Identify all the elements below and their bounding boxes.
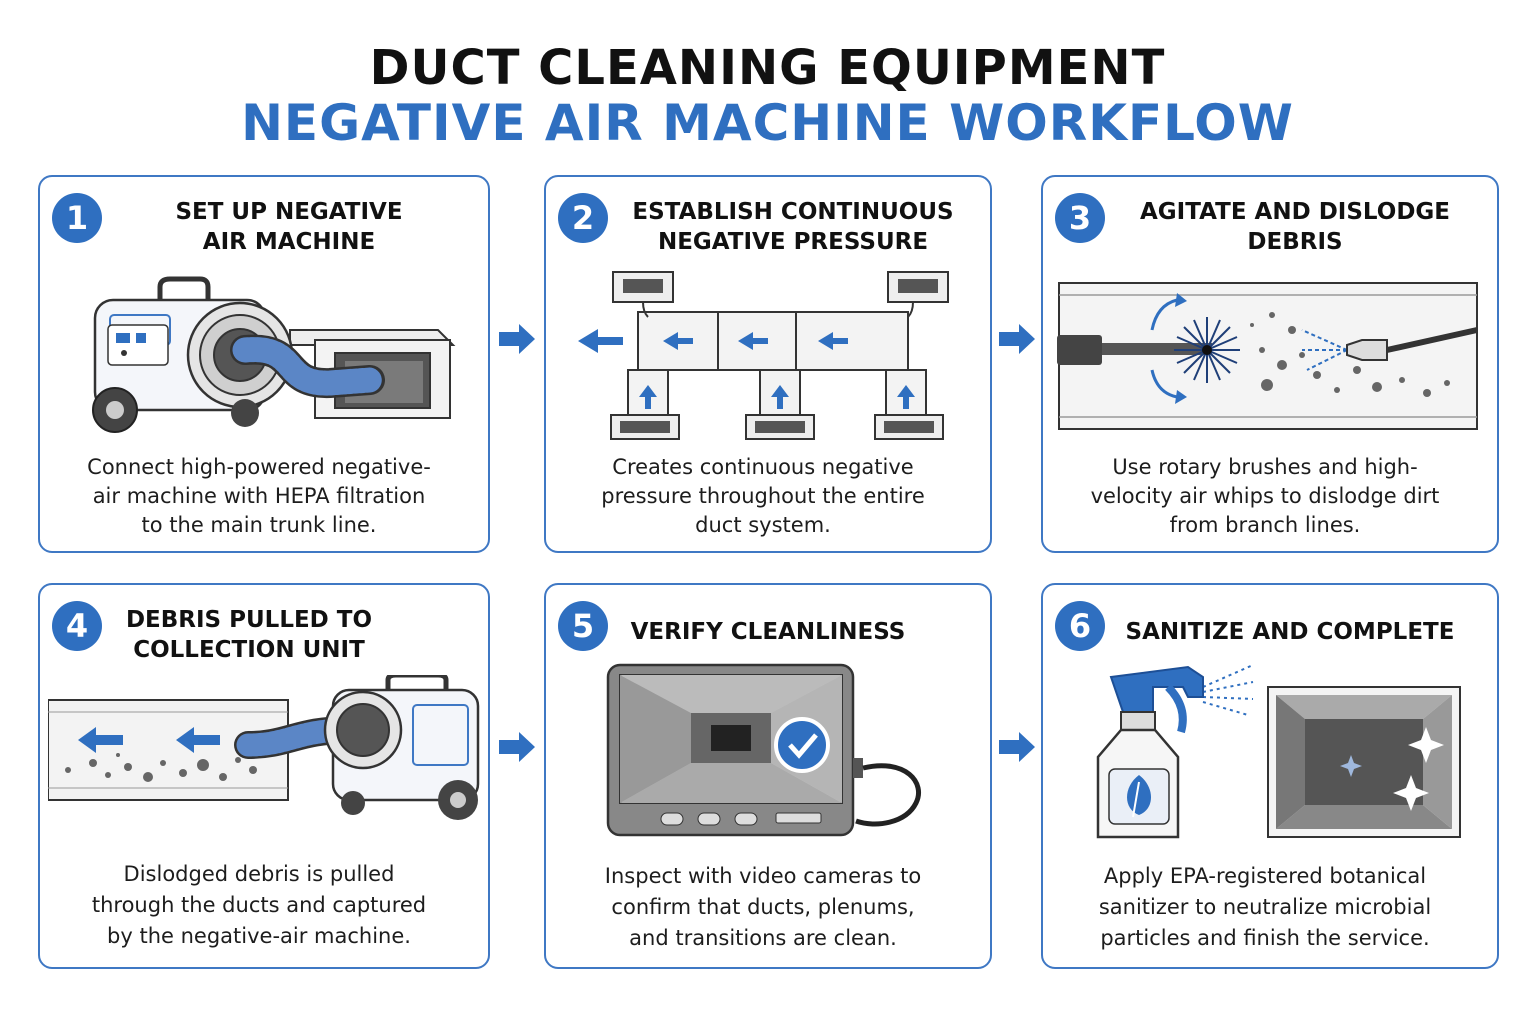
step-4-panel: 4 DEBRIS PULLED TO COLLECTION UNIT Dislo…	[38, 583, 490, 969]
rotary-brush-icon	[1057, 282, 1478, 430]
step-3-panel: 3 AGITATE AND DISLODGE DEBRIS	[1041, 175, 1499, 553]
debris-collection-icon	[48, 675, 480, 820]
step-6-number-badge: 6	[1055, 601, 1105, 651]
step-2-number-badge: 2	[558, 193, 608, 243]
step-5-description: Inspect with video cameras to confirm th…	[604, 864, 922, 950]
step-1-description: Connect high-powered negative-air machin…	[87, 455, 431, 537]
negative-air-machine-icon	[92, 276, 456, 433]
subtitle: NEGATIVE AIR MACHINE WORKFLOW	[241, 94, 1294, 152]
step-4-title: DEBRIS PULLED TO COLLECTION UNIT	[125, 607, 373, 663]
step-2-panel: 2 ESTABLISH CONTINUOUS NEGATIVE PRESSURE	[544, 175, 992, 553]
main-title: DUCT CLEANING EQUIPMENT	[369, 40, 1166, 96]
step-1-panel: 1 SET UP NEGATIVE AIR MACHINE Connect hi…	[38, 175, 490, 553]
step-3-title: AGITATE AND DISLODGE DEBRIS	[1140, 199, 1450, 255]
step-6-panel: 6 SANITIZE AND COMPLETE Apply EPA-regist…	[1041, 583, 1499, 969]
inspection-monitor-icon	[606, 663, 921, 837]
step-5-panel: 5 VERIFY CLEANLINESS Inspect with video …	[544, 583, 992, 969]
flow-arrow-1-2	[499, 324, 535, 354]
step-6-description: Apply EPA-registered botanical sanitizer…	[1098, 864, 1432, 950]
flow-arrow-4-5	[499, 732, 535, 762]
step-3-description: Use rotary brushes and high-velocity air…	[1090, 455, 1440, 537]
step-5-title: VERIFY CLEANLINESS	[630, 619, 906, 645]
flow-arrow-2-3	[999, 324, 1035, 354]
step-4-description: Dislodged debris is pulled through the d…	[91, 862, 427, 948]
step-1-title: SET UP NEGATIVE AIR MACHINE	[175, 199, 403, 255]
duct-airflow-diagram-icon	[578, 271, 949, 440]
step-6-title: SANITIZE AND COMPLETE	[1125, 619, 1455, 645]
step-2-description: Creates continuous negative pressure thr…	[601, 455, 925, 537]
step-2-title: ESTABLISH CONTINUOUS NEGATIVE PRESSURE	[632, 199, 954, 255]
step-3-number-badge: 3	[1055, 193, 1105, 243]
step-1-number-badge: 1	[52, 193, 102, 243]
flow-arrow-5-6	[999, 732, 1035, 762]
step-4-number-badge: 4	[52, 601, 102, 651]
step-5-number-badge: 5	[558, 601, 608, 651]
sanitizer-spray-icon	[1096, 664, 1461, 839]
